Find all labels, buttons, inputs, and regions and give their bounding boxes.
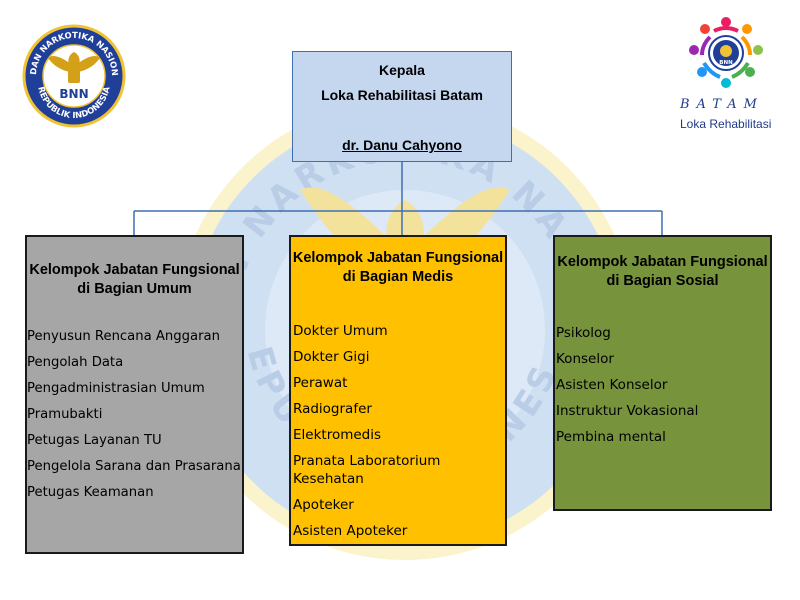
list-item: Dokter Umum [293, 323, 388, 339]
head-name: dr. Danu Cahyono [342, 137, 462, 153]
list-item: Penyusun Rencana Anggaran [27, 329, 220, 344]
group-title: Kelompok Jabatan Fungsional di Bagian Me… [292, 250, 504, 285]
list-item: Asisten Konselor [556, 377, 668, 393]
bnn-center-text: BNN [59, 87, 88, 101]
loka-city-label: BATAM [680, 97, 764, 112]
group-umum: Kelompok Jabatan Fungsional di Bagian Um… [25, 235, 244, 554]
list-item: Asisten Apoteker [293, 523, 408, 539]
list-item: Pramubakti [27, 407, 103, 422]
list-item: Radiografer [293, 401, 372, 417]
list-item: Instruktur Vokasional [556, 403, 699, 419]
group-medis: Kelompok Jabatan Fungsional di Bagian Me… [289, 235, 507, 546]
list-item: Apoteker [293, 497, 354, 513]
list-item: Dokter Gigi [293, 349, 370, 365]
head-unit: Loka Rehabilitasi Batam [321, 87, 483, 103]
loka-rehabilitasi-logo: BNN [689, 17, 763, 88]
bnn-logo: BADAN NARKOTIKA NASIONAL REPUBLIK INDONE… [20, 22, 126, 128]
group-item-list: Dokter Umum Dokter Gigi Perawat Radiogra… [293, 322, 505, 548]
garuda-icon [48, 52, 100, 83]
list-item: Perawat [293, 375, 348, 391]
list-item: Pranata Laboratorium Kesehatan [293, 453, 441, 487]
list-item: Petugas Keamanan [27, 485, 154, 500]
loka-name-label: Loka Rehabilitasi [680, 117, 772, 131]
head-position: Kepala [379, 62, 425, 78]
group-title: Kelompok Jabatan Fungsional di Bagian So… [557, 254, 768, 289]
list-item: Elektromedis [293, 427, 382, 443]
list-item: Petugas Layanan TU [27, 433, 162, 448]
list-item: Pembina mental [556, 429, 666, 445]
loka-center-text: BNN [719, 60, 733, 66]
group-item-list: Psikolog Konselor Asisten Konselor Instr… [556, 324, 770, 454]
people-ring-icon [689, 17, 763, 88]
head-box: Kepala Loka Rehabilitasi Batam dr. Danu … [292, 51, 512, 162]
group-title: Kelompok Jabatan Fungsional di Bagian Um… [29, 262, 240, 297]
group-item-list: Penyusun Rencana Anggaran Pengolah Data … [27, 328, 242, 510]
group-sosial: Kelompok Jabatan Fungsional di Bagian So… [553, 235, 772, 511]
list-item: Pengadministrasian Umum [27, 381, 205, 396]
list-item: Konselor [556, 351, 614, 367]
list-item: Psikolog [556, 325, 611, 341]
list-item: Pengelola Sarana dan Prasarana [27, 459, 241, 474]
list-item: Pengolah Data [27, 355, 124, 370]
